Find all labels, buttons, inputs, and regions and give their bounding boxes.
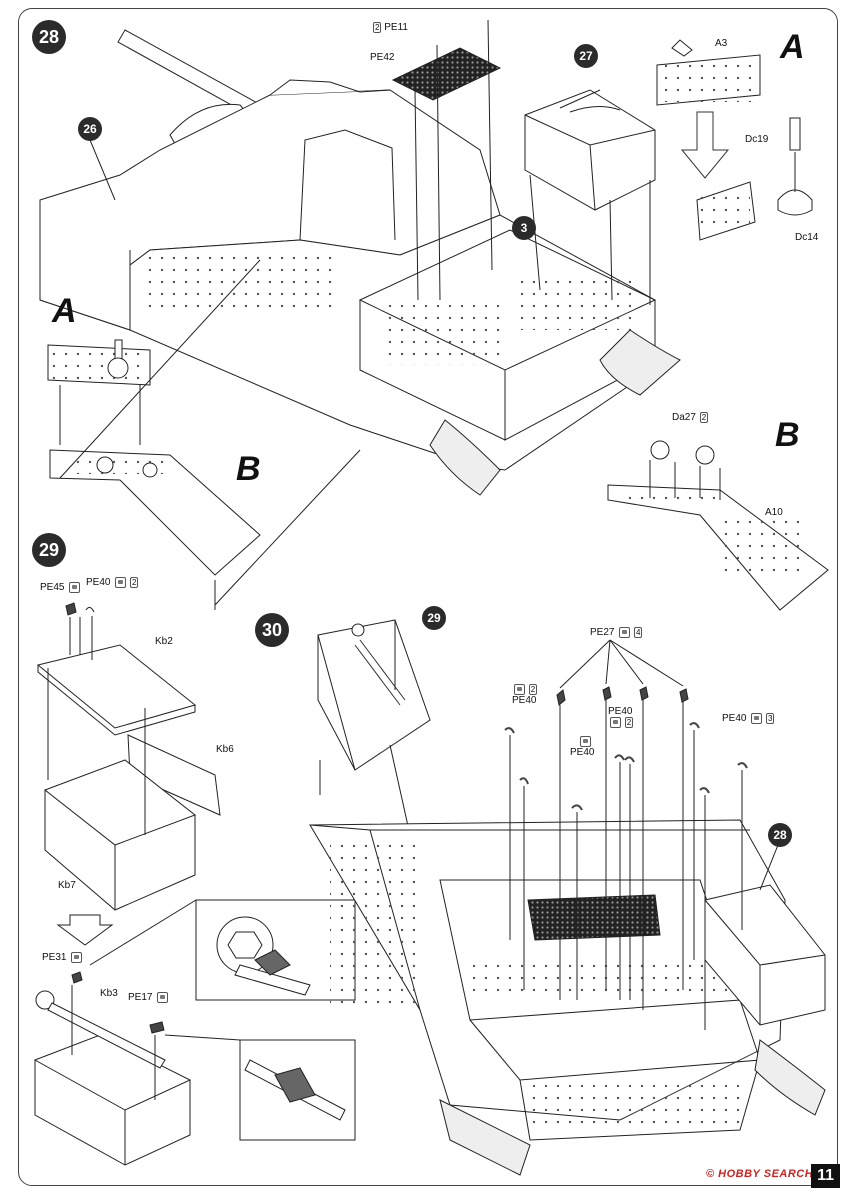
- photo-etch-icon: [610, 717, 621, 728]
- label-pe11: 2 PE11: [372, 22, 408, 33]
- label-pe17: PE17: [128, 992, 169, 1004]
- subassembly-a-left: [47, 339, 151, 445]
- label-pe40-d: PE40 3: [722, 713, 775, 725]
- toolbox-step29: [33, 602, 356, 1166]
- photo-etch-icon: [751, 713, 763, 724]
- part-name: PE45: [40, 582, 65, 594]
- quantity-icon: 2: [528, 684, 538, 695]
- step-number-28: 28: [32, 20, 66, 54]
- hull-step30: [309, 619, 826, 1176]
- subassembly-b-left: [49, 259, 361, 610]
- photo-etch-icon: [157, 992, 169, 1003]
- page-frame: [18, 8, 838, 1186]
- label-pe42: PE42: [370, 52, 395, 63]
- label-a3: A3: [715, 38, 728, 49]
- part-name: PE40: [86, 577, 111, 589]
- photo-etch-icon: [71, 952, 83, 963]
- part-name: PE31: [42, 952, 67, 964]
- watermark-logo: © HOBBY SEARCH: [706, 1168, 814, 1180]
- label-pe40-a: 2 PE40: [512, 684, 538, 707]
- quantity-icon: 2: [699, 412, 709, 423]
- subassembly-letter-a-top: A: [780, 28, 805, 66]
- photo-etch-icon: [514, 684, 525, 695]
- label-pe40-c: PE40 2: [608, 706, 634, 728]
- part-name: PE40: [608, 706, 633, 717]
- subassembly-letter-b-left: B: [236, 450, 261, 488]
- hull-step28: [39, 19, 681, 496]
- subassembly-b-right: [607, 440, 829, 611]
- label-dc14: Dc14: [795, 232, 819, 243]
- label-pe27: PE27 4: [590, 627, 643, 639]
- ref-step-27: 27: [574, 44, 598, 68]
- label-kb6: Kb6: [216, 744, 234, 755]
- label-pe40-b: PE40: [570, 736, 594, 758]
- quantity-icon: 2: [373, 22, 382, 33]
- label-pe45: PE45: [40, 582, 81, 594]
- ref-step-26: 26: [78, 117, 102, 141]
- part-name: Da27: [672, 412, 696, 424]
- ref-step-3: 3: [512, 216, 536, 240]
- step-number-30: 30: [255, 613, 289, 647]
- photo-etch-icon: [619, 627, 631, 638]
- label-kb2: Kb2: [155, 636, 173, 647]
- label-kb3: Kb3: [100, 988, 118, 999]
- part-name: PE27: [590, 627, 615, 639]
- part-name: PE11: [384, 22, 408, 34]
- part-name: PE40: [570, 747, 595, 759]
- subassembly-letter-b-right: B: [775, 416, 800, 454]
- page-number: 11: [811, 1164, 840, 1188]
- quantity-icon: 2: [624, 717, 634, 728]
- ref-step-29: 29: [422, 606, 446, 630]
- part-name: PE40: [722, 713, 747, 725]
- label-a10: A10: [765, 507, 783, 518]
- quantity-icon: 3: [766, 713, 775, 724]
- label-dc19: Dc19: [745, 134, 769, 145]
- photo-etch-icon: [580, 736, 591, 747]
- step-number-29: 29: [32, 533, 66, 567]
- label-da27: Da27 2: [672, 412, 709, 424]
- part-name: PE17: [128, 992, 153, 1004]
- subassembly-letter-a-left: A: [52, 292, 77, 330]
- photo-etch-icon: [69, 582, 81, 593]
- label-pe40-step29: PE40 2: [86, 577, 139, 589]
- ref-step-28: 28: [768, 823, 792, 847]
- photo-etch-icon: [115, 577, 127, 588]
- quantity-icon: 4: [634, 627, 643, 638]
- quantity-icon: 2: [130, 577, 139, 588]
- subassembly-a-top: [656, 39, 813, 241]
- label-pe31: PE31: [42, 952, 83, 964]
- part-name: PE40: [512, 695, 537, 707]
- label-kb7: Kb7: [58, 880, 76, 891]
